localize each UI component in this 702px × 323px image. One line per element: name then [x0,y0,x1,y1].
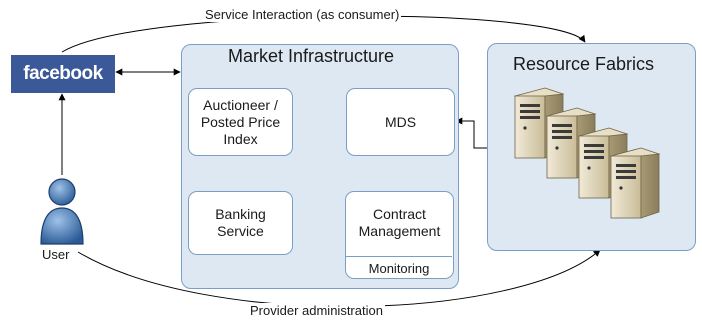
user-label: User [42,247,70,262]
mds-node: MDS [346,88,455,156]
banking-service-node: Banking Service [188,191,293,255]
service-interaction-label: Service Interaction (as consumer) [203,7,402,22]
contract-management-label: Contract Management [358,206,441,239]
user-icon [40,178,84,245]
resource-fabrics-title: Resource Fabrics [513,54,655,74]
provider-administration-label: Provider administration [248,303,385,318]
resource-mds-edge [455,117,487,149]
contract-management-node: Contract Management [345,191,454,279]
auctioneer-node: Auctioneer / Posted Price Index [188,88,293,156]
facebook-logo-text: facebook [23,63,103,84]
facebook-node: facebook [11,55,115,93]
market-infrastructure-title: Market Infrastructure [228,46,395,66]
monitoring-section: Monitoring [346,256,452,279]
server-icon-4 [610,147,660,219]
server-icons [514,87,660,219]
